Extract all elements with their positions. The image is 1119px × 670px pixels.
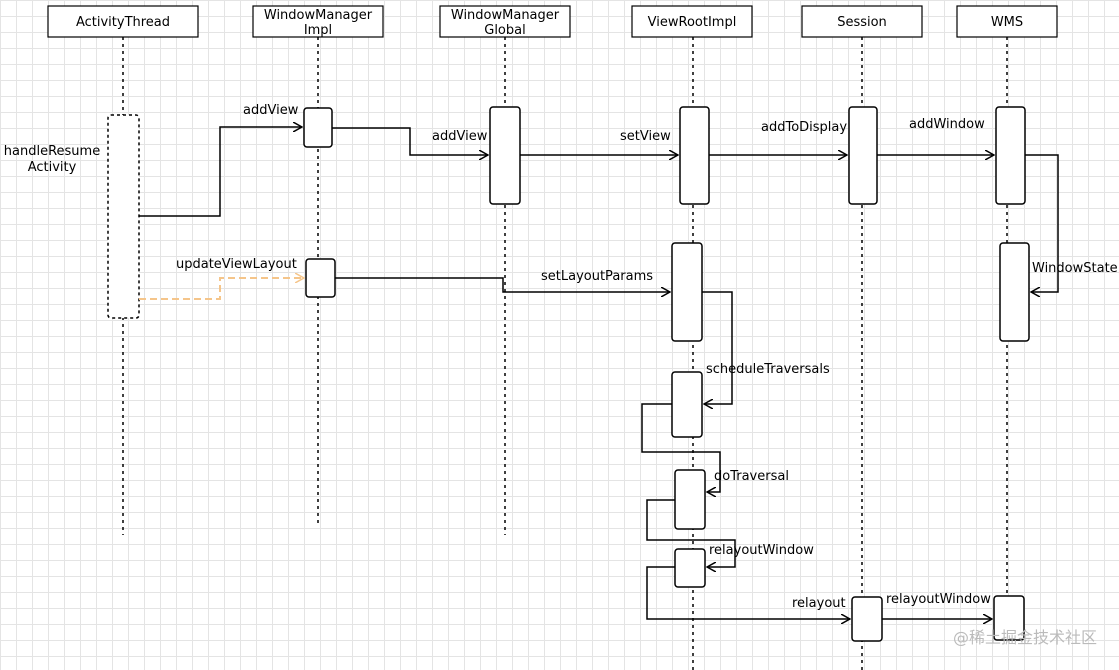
activation-vri-5 [674,548,706,588]
activation-vri-2 [671,242,703,342]
label-add-view-2: addView [432,129,488,144]
watermark: @稀土掘金技术社区 [952,628,1097,647]
activation-session-1 [848,106,878,205]
label-window-state: WindowState [1032,261,1118,276]
participant-box-session [801,5,923,38]
participant-box-activity-thread [47,5,199,38]
participant-box-window-manager-global [439,5,571,38]
label-add-view-1: addView [243,103,299,118]
participant-activity-thread: ActivityThread [76,15,170,30]
participant-view-root-impl: ViewRootImpl [648,15,737,30]
activation-wmg [489,106,521,205]
arrow-update-view-layout [139,278,304,300]
arrow-add-view-2 [332,127,488,155]
arrow-do-traversal [641,403,721,492]
activation-vri-1 [679,106,710,205]
activation-session-2 [851,596,883,642]
label-do-traversal: doTraversal [714,469,789,484]
participant-window-manager-global-line1: WindowManager [451,8,560,23]
participant-box-window-manager-impl [252,5,384,38]
label-relayout: relayout [792,596,846,611]
label-add-window: addWindow [909,117,985,132]
activation-wms-1 [995,106,1026,205]
arrow-set-layout-params [335,277,670,292]
participant-box-wms [956,5,1058,38]
activity-label-line1: handleResume [4,144,100,159]
arrow-relayout [646,566,850,619]
arrow-add-view-1 [139,127,302,217]
participant-window-manager-impl-line1: WindowManager [264,8,373,23]
label-schedule-traversals: scheduleTraversals [706,362,830,377]
arrow-window-state [1025,154,1059,292]
participant-window-manager-global-line2: Global [484,23,525,38]
label-add-to-display: addToDisplay [761,120,847,135]
activation-activity-thread [107,114,140,319]
activation-wms-2 [999,242,1030,342]
activation-vri-3 [671,371,703,438]
label-relayout-window-2: relayoutWindow [886,592,991,607]
label-set-layout-params: setLayoutParams [541,269,653,284]
activation-wmi-2 [305,258,336,298]
label-update-view-layout: updateViewLayout [176,257,297,272]
label-relayout-window-1: relayoutWindow [709,543,814,558]
participant-session: Session [837,15,887,30]
activity-label-line2: Activity [28,160,77,175]
participant-box-view-root-impl [631,5,753,38]
label-set-view: setView [620,129,671,144]
activation-wms-3 [993,595,1025,641]
arrow-relayout-window-1 [646,499,736,567]
arrow-schedule-traversals [702,291,733,404]
participant-window-manager-impl-line2: Impl [304,23,332,38]
activation-vri-4 [674,469,706,530]
participant-wms: WMS [991,15,1023,30]
activation-wmi-1 [303,107,333,148]
